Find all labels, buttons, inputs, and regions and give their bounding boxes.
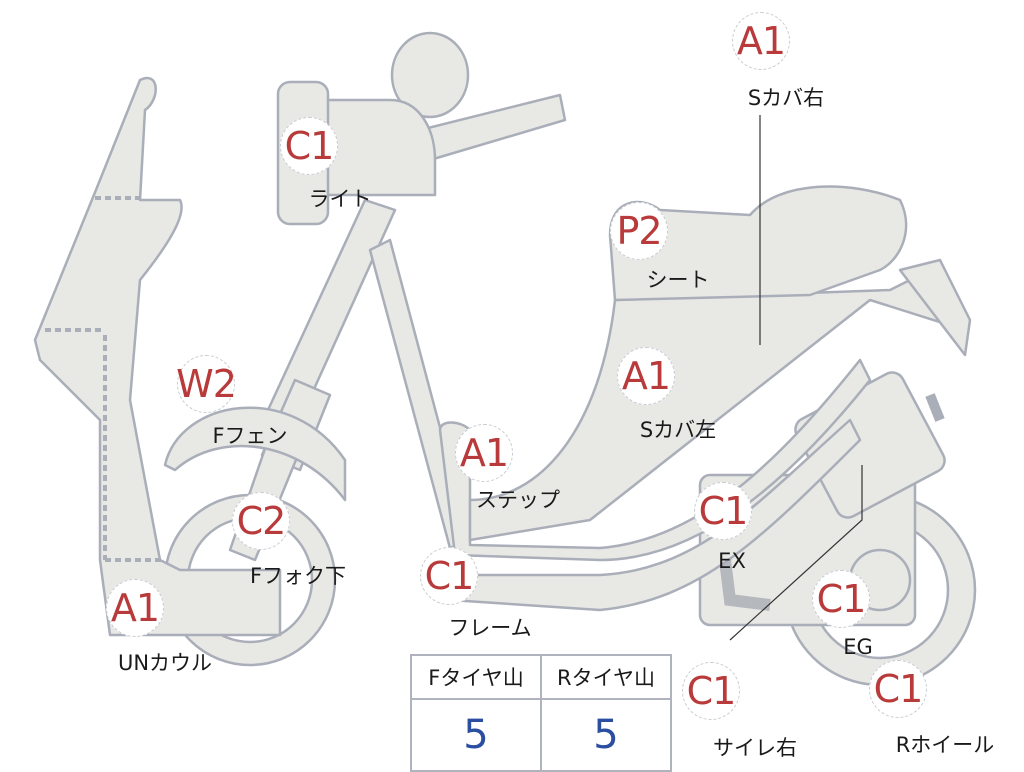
part-code-badge: P2	[610, 202, 668, 260]
part-code-badge: A1	[455, 424, 513, 482]
part-label: フレーム	[448, 616, 532, 640]
part-label: シート	[646, 268, 710, 292]
part-label: ライト	[308, 187, 372, 211]
part-code-badge: A1	[732, 12, 790, 70]
part-label: EX	[718, 549, 746, 573]
tire-tread-table: Fタイヤ山 Rタイヤ山 5 5	[410, 654, 672, 772]
part-label: Fフォク下	[249, 564, 347, 588]
rear-tire-value: 5	[540, 698, 672, 772]
rear-tire-header: Rタイヤ山	[540, 654, 672, 700]
part-label: Rホイール	[895, 733, 995, 757]
part-label: UNカウル	[117, 651, 213, 675]
part-code-badge: C1	[420, 547, 478, 605]
part-label: Sカバ左	[639, 418, 717, 442]
part-label: ステップ	[476, 488, 560, 512]
side-cover	[468, 263, 967, 542]
part-code-badge: A1	[617, 347, 675, 405]
front-fender	[163, 406, 347, 502]
part-label: Sカバ右	[747, 86, 825, 110]
part-code-badge: C1	[280, 117, 338, 175]
front-tire-header: Fタイヤ山	[410, 654, 542, 700]
part-label: EG	[843, 635, 873, 659]
part-code-badge: C2	[232, 492, 290, 550]
part-code-badge: C1	[694, 482, 752, 540]
part-code-badge: C1	[869, 660, 927, 718]
part-label: サイレ右	[713, 736, 797, 760]
part-code-badge: C1	[812, 570, 870, 628]
part-label: Fフェン	[212, 424, 288, 448]
front-tire-value: 5	[410, 698, 542, 772]
part-code-badge: A1	[106, 579, 164, 637]
part-code-badge: C1	[682, 662, 740, 720]
frame	[438, 418, 862, 612]
part-code-badge: W2	[176, 355, 237, 413]
